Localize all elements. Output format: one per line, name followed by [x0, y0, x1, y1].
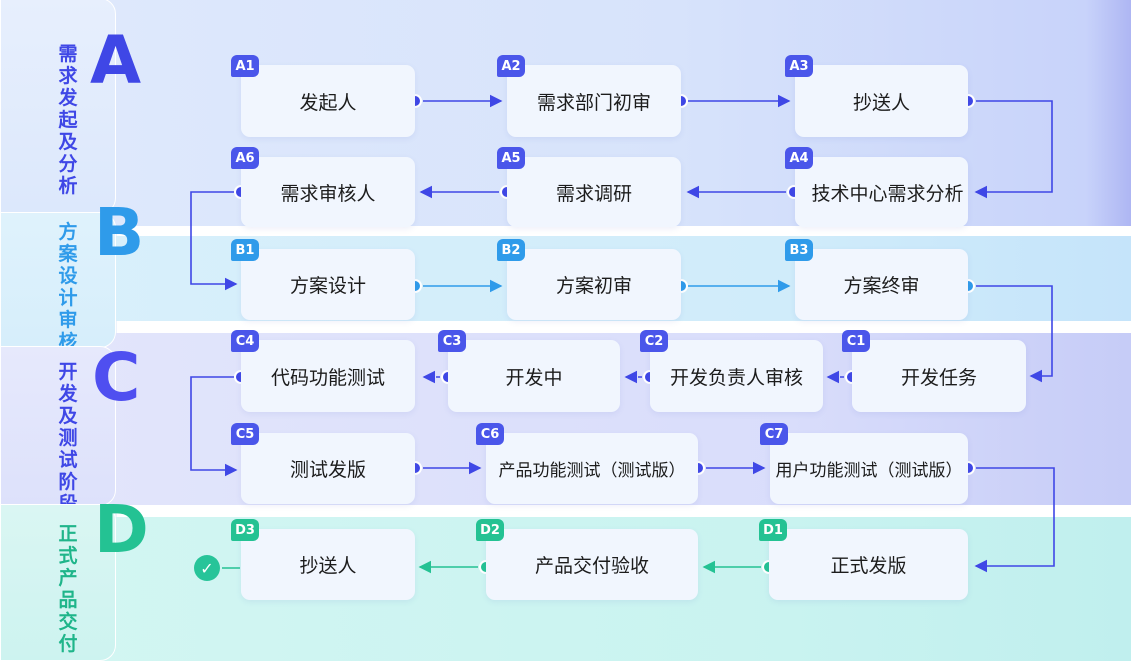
node-code: C4: [231, 330, 259, 352]
node-b1[interactable]: B1 方案设计: [231, 239, 415, 320]
node-label: 用户功能测试（测试版）: [775, 461, 963, 481]
node-code: C6: [476, 423, 504, 445]
band-separator: [117, 505, 1131, 517]
stage-b-letter: B: [94, 194, 145, 271]
node-d2[interactable]: D2 产品交付验收: [476, 519, 698, 600]
node-c4[interactable]: C4 代码功能测试: [231, 330, 415, 412]
node-label: 代码功能测试: [270, 366, 385, 389]
node-code: D2: [476, 519, 504, 541]
node-a3[interactable]: A3 抄送人: [785, 55, 968, 137]
stage-tab-d[interactable]: 正式产品交付: [0, 504, 116, 661]
node-label: 开发负责人审核: [669, 366, 803, 389]
node-a5[interactable]: A5 需求调研: [497, 147, 681, 227]
node-label: 需求部门初审: [536, 91, 651, 114]
node-code: C5: [231, 423, 259, 445]
node-label: 正式发版: [830, 555, 907, 577]
node-label: 测试发版: [289, 459, 366, 481]
node-c6[interactable]: C6 产品功能测试（测试版）: [476, 423, 698, 504]
node-code: C3: [438, 330, 466, 352]
node-label: 产品功能测试（测试版）: [498, 461, 686, 481]
stage-tab-a[interactable]: 需求发起及分析: [0, 0, 116, 214]
node-code: D3: [231, 519, 259, 541]
node-c7[interactable]: C7 用户功能测试（测试版）: [760, 423, 968, 504]
node-label: 产品交付验收: [534, 555, 649, 577]
node-a2[interactable]: A2 需求部门初审: [497, 55, 681, 137]
node-code: C2: [640, 330, 668, 352]
node-label: 需求审核人: [280, 182, 376, 205]
stage-c-letter: C: [92, 339, 141, 416]
node-b2[interactable]: B2 方案初审: [497, 239, 681, 320]
node-label: 抄送人: [852, 91, 910, 114]
node-code: A6: [231, 147, 259, 169]
node-label: 发起人: [299, 91, 357, 114]
node-c3[interactable]: C3 开发中: [438, 330, 620, 412]
node-label: 方案设计: [289, 275, 366, 297]
node-b3[interactable]: B3 方案终审: [785, 239, 968, 320]
node-code: A4: [785, 147, 813, 169]
node-code: C1: [842, 330, 870, 352]
stage-a-label: 需求发起及分析: [58, 43, 78, 197]
node-a6[interactable]: A6 需求审核人: [231, 147, 415, 227]
node-label: 开发中: [505, 366, 563, 389]
stage-tab-b[interactable]: 方案设计审核: [0, 212, 116, 353]
node-c2[interactable]: C2 开发负责人审核: [640, 330, 823, 412]
node-a1[interactable]: A1 发起人: [231, 55, 415, 137]
node-code: B1: [231, 239, 259, 261]
node-label: 抄送人: [299, 555, 357, 577]
stage-d-label: 正式产品交付: [58, 523, 78, 655]
node-code: A2: [497, 55, 525, 77]
node-code: B2: [497, 239, 525, 261]
node-code: B3: [785, 239, 813, 261]
band-separator: [117, 226, 1131, 236]
node-code: A1: [231, 55, 259, 77]
node-a4[interactable]: A4 技术中心需求分析: [785, 147, 968, 227]
node-d1[interactable]: D1 正式发版: [759, 519, 968, 600]
node-c5[interactable]: C5 测试发版: [231, 423, 415, 504]
node-code: A5: [497, 147, 525, 169]
band-separator: [117, 321, 1131, 333]
checkmark-icon: ✓: [194, 555, 220, 581]
node-label: 技术中心需求分析: [811, 182, 964, 205]
stage-d-letter: D: [94, 491, 149, 568]
node-c1[interactable]: C1 开发任务: [842, 330, 1026, 412]
stage-a-letter: A: [90, 22, 142, 99]
node-label: 方案初审: [555, 275, 632, 297]
node-label: 需求调研: [555, 182, 632, 205]
node-d3[interactable]: D3 抄送人: [231, 519, 415, 600]
node-code: A3: [785, 55, 813, 77]
node-code: D1: [759, 519, 787, 541]
node-label: 方案终审: [843, 275, 920, 297]
node-label: 开发任务: [900, 366, 977, 389]
node-code: C7: [760, 423, 788, 445]
